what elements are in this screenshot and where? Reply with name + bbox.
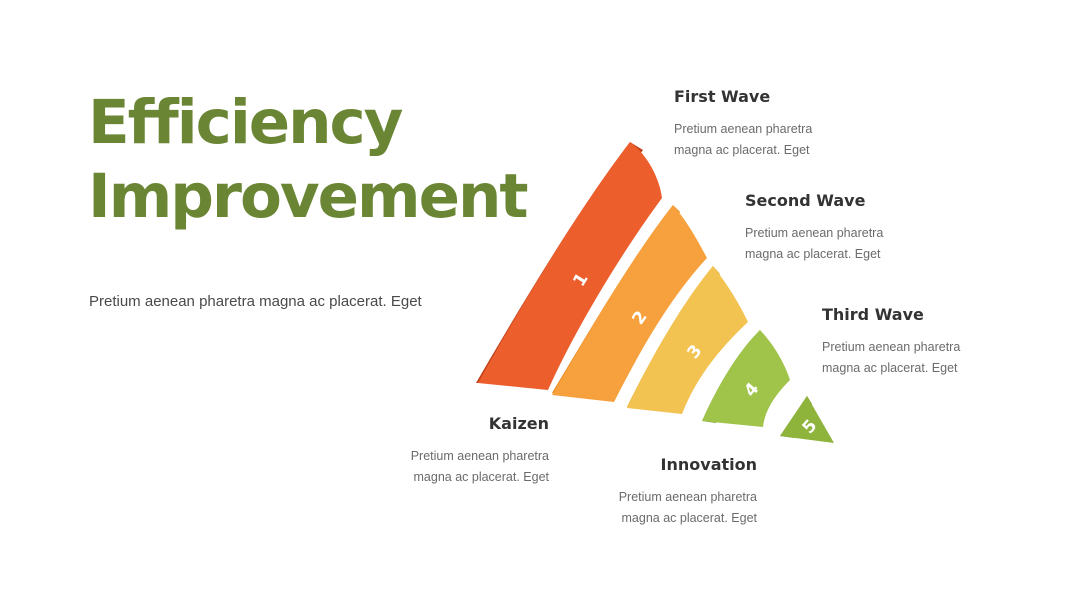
title-line-2: Improvement bbox=[88, 161, 529, 232]
step-4-title: Kaizen bbox=[488, 414, 549, 433]
step-1-title: First Wave bbox=[674, 87, 771, 106]
step-2-title: Second Wave bbox=[745, 191, 866, 210]
pyramid-step-5: 5 bbox=[780, 396, 834, 443]
step-5-title: Innovation bbox=[660, 455, 757, 474]
step-3-title: Third Wave bbox=[822, 305, 924, 324]
pyramid-step-2: 2 bbox=[552, 205, 707, 402]
step-3-face bbox=[627, 266, 748, 414]
pyramid-step-1: 1 bbox=[476, 142, 662, 390]
step-5-face bbox=[780, 396, 834, 443]
pyramid-step-4: 4 bbox=[702, 330, 790, 427]
title-line-1: Efficiency bbox=[88, 87, 403, 158]
pyramid-step-3: 3 bbox=[627, 266, 748, 414]
step-1-face bbox=[478, 142, 662, 390]
page-title: Efficiency Improvement bbox=[88, 86, 529, 234]
subtitle: Pretium aenean pharetra magna ac placera… bbox=[89, 293, 422, 310]
step-4-face bbox=[702, 330, 790, 427]
step-2-face bbox=[552, 205, 707, 402]
